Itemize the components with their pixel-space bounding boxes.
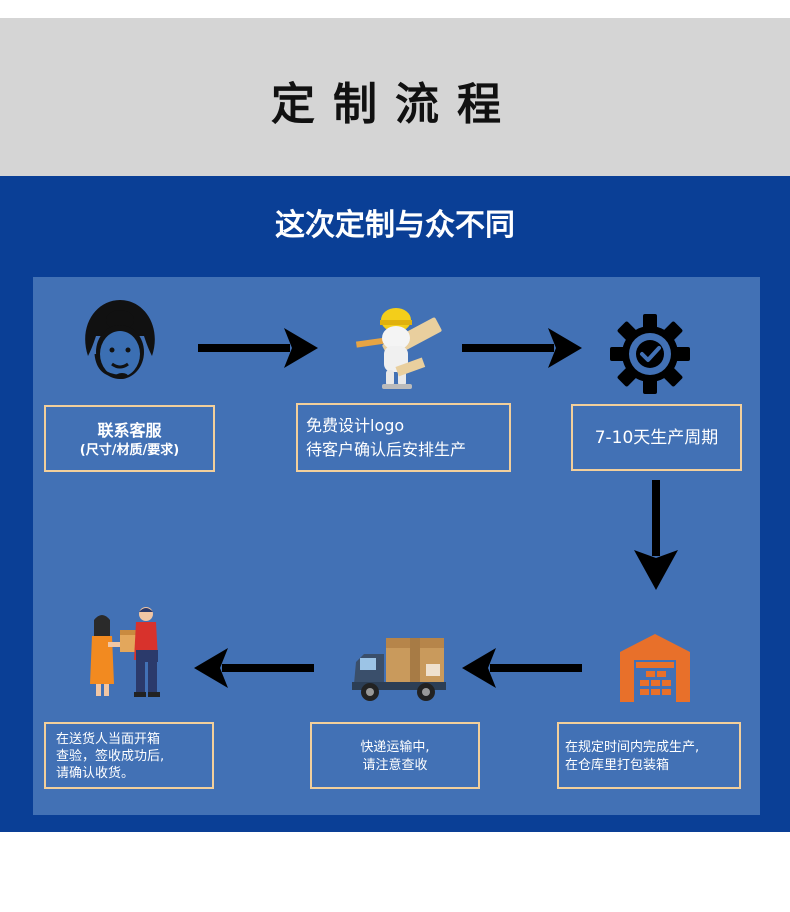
step-receipt-line3: 请确认收货。 bbox=[56, 766, 135, 781]
arrow-left-2 bbox=[194, 648, 314, 688]
arrow-down bbox=[634, 480, 678, 590]
gear-check-icon bbox=[610, 314, 690, 394]
designer-icon bbox=[355, 308, 442, 389]
step-box-contact: 联系客服 (尺寸/材质/要求) bbox=[44, 405, 215, 472]
delivery-truck-icon bbox=[352, 638, 446, 701]
warehouse-icon bbox=[620, 634, 690, 702]
subtitle: 这次定制与众不同 bbox=[275, 208, 515, 243]
step-box-packing: 在规定时间内完成生产, 在仓库里打包装箱 bbox=[557, 722, 741, 789]
step-receipt-line1: 在送货人当面开箱 bbox=[56, 732, 161, 747]
step-design-line1: 免费设计logo bbox=[306, 416, 405, 435]
step-design-line2: 待客户确认后安排生产 bbox=[306, 440, 467, 459]
step-box-receipt: 在送货人当面开箱 查验，签收成功后, 请确认收货。 bbox=[44, 722, 214, 789]
arrow-right-1 bbox=[198, 328, 318, 368]
step-shipping-line1: 快递运输中, bbox=[360, 740, 430, 755]
customer-service-icon bbox=[85, 300, 155, 379]
step-shipping-line2: 请注意查收 bbox=[362, 758, 428, 773]
step-packing-line2: 在仓库里打包装箱 bbox=[565, 758, 670, 773]
arrow-right-2 bbox=[462, 328, 582, 368]
step-receipt-line2: 查验，签收成功后, bbox=[56, 749, 165, 764]
step-contact-title: 联系客服 bbox=[97, 421, 162, 440]
header-band bbox=[0, 18, 790, 176]
page-title: 定制流程 bbox=[271, 79, 519, 130]
step-box-production: 7-10天生产周期 bbox=[571, 404, 742, 471]
step-packing-line1: 在规定时间内完成生产, bbox=[565, 740, 700, 755]
handover-icon bbox=[90, 607, 160, 697]
step-contact-detail: (尺寸/材质/要求) bbox=[79, 443, 180, 458]
step-production-text: 7-10天生产周期 bbox=[594, 428, 719, 448]
step-box-design: 免费设计logo 待客户确认后安排生产 bbox=[296, 403, 511, 472]
step-box-shipping: 快递运输中, 请注意查收 bbox=[310, 722, 480, 789]
arrow-left-1 bbox=[462, 648, 582, 688]
